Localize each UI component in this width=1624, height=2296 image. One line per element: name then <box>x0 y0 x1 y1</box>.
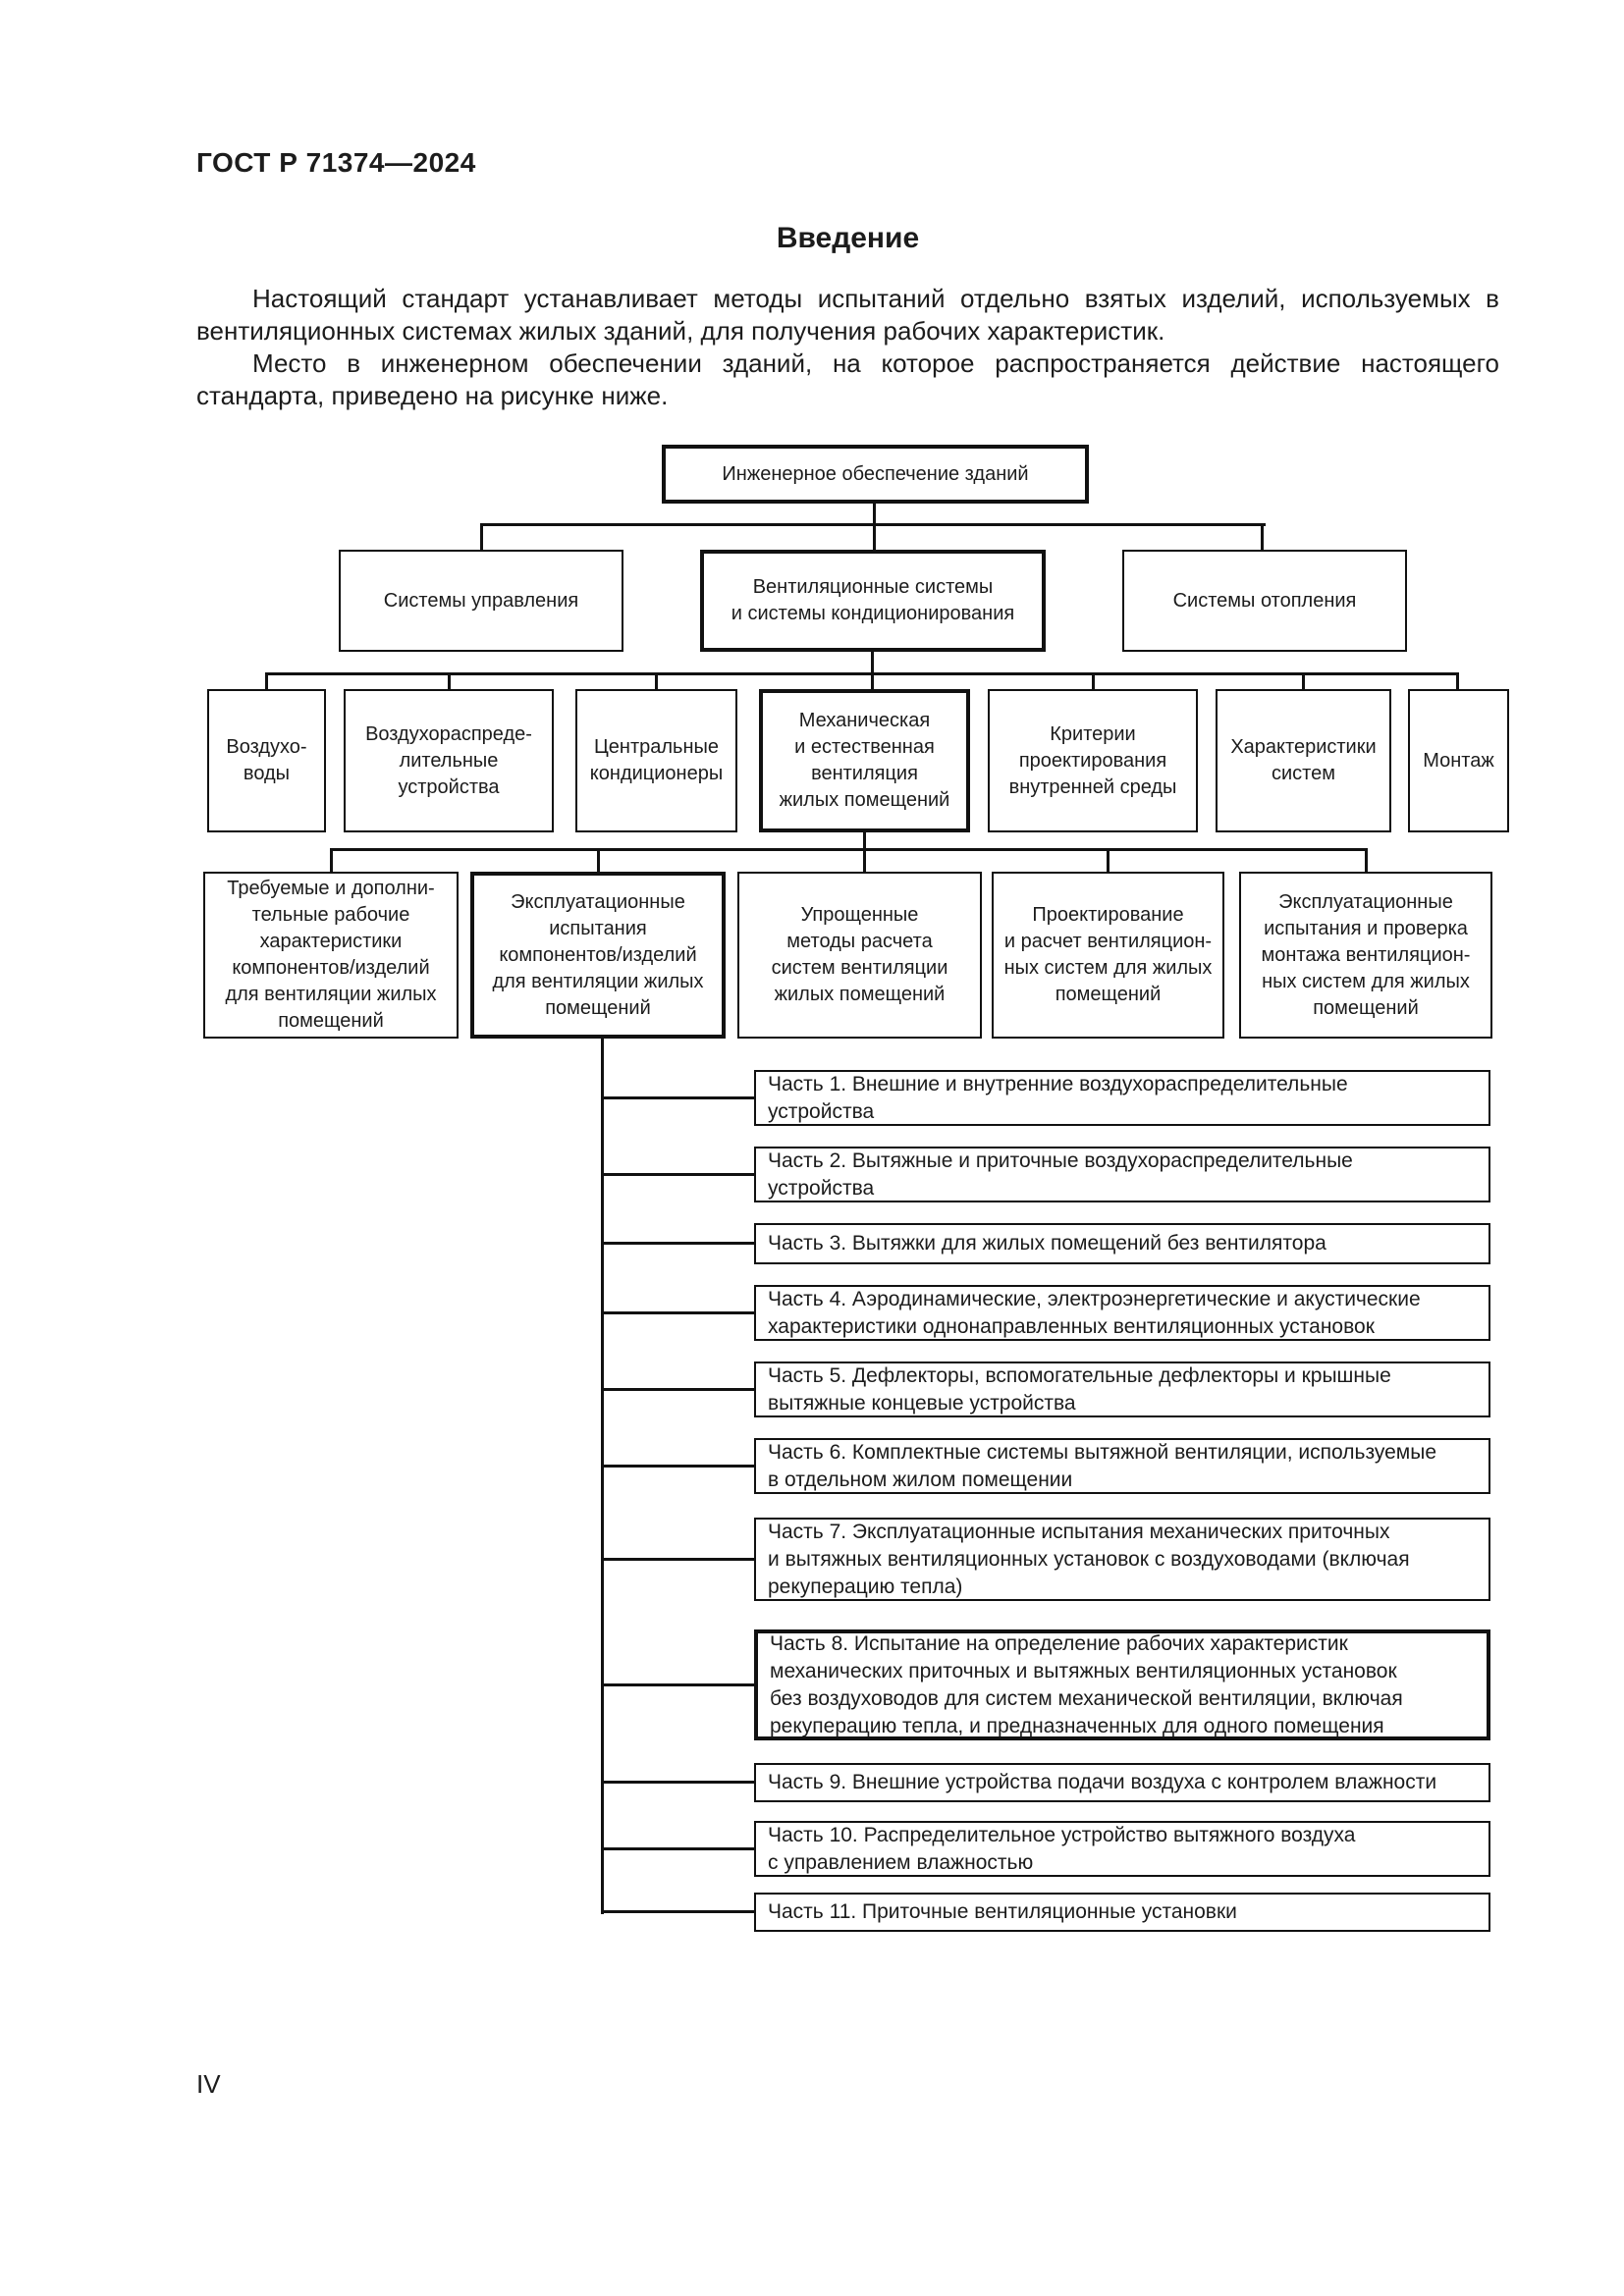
connector-line <box>480 524 483 550</box>
connector-spine <box>601 1039 604 1914</box>
connector-line <box>603 1910 754 1913</box>
node-ventilation-systems: Вентиляционные системы и системы кондици… <box>700 550 1046 652</box>
node-control-systems: Системы управления <box>339 550 623 652</box>
connector-line <box>480 523 1266 526</box>
node-air-distribution-devices: Воздухораспреде- лительные устройства <box>344 689 554 832</box>
connector-line <box>330 850 333 872</box>
part-box-3: Часть 3. Вытяжки для жилых помещений без… <box>754 1223 1490 1264</box>
connector-line <box>603 1388 754 1391</box>
connector-line <box>603 1242 754 1245</box>
node-operational-tests-components: Эксплуатационные испытания компонентов/и… <box>470 872 726 1039</box>
part-box-8: Часть 8. Испытание на определение рабочи… <box>754 1629 1490 1740</box>
connector-line <box>597 850 600 872</box>
connector-line <box>1365 850 1368 872</box>
intro-text: Настоящий стандарт устанавливает методы … <box>196 283 1499 412</box>
part-box-2: Часть 2. Вытяжные и приточные воздухорас… <box>754 1147 1490 1202</box>
connector-line <box>603 1558 754 1561</box>
connector-line <box>603 1173 754 1176</box>
connector-line <box>603 1683 754 1686</box>
connector-line <box>603 1781 754 1784</box>
node-air-ducts: Воздухо- воды <box>207 689 326 832</box>
connector-line <box>871 652 874 689</box>
connector-line <box>603 1311 754 1314</box>
page-title: Введение <box>776 222 920 254</box>
doc-code: ГОСТ Р 71374—2024 <box>196 147 476 178</box>
node-simplified-calculation-methods: Упрощенные методы расчета систем вентиля… <box>737 872 982 1039</box>
part-box-6: Часть 6. Комплектные системы вытяжной ве… <box>754 1438 1490 1494</box>
node-central-conditioners: Центральные кондиционеры <box>575 689 737 832</box>
node-operational-tests-installation-check: Эксплуатационные испытания и проверка мо… <box>1239 872 1492 1039</box>
node-system-characteristics: Характеристики систем <box>1216 689 1391 832</box>
node-required-additional-characteristics: Требуемые и дополни- тельные рабочие хар… <box>203 872 459 1039</box>
connector-line <box>1261 524 1264 550</box>
node-engineering-support: Инженерное обеспечение зданий <box>662 445 1089 504</box>
connector-line <box>655 674 658 689</box>
node-heating-systems: Системы отопления <box>1122 550 1407 652</box>
part-box-10: Часть 10. Распределительное устройство в… <box>754 1821 1490 1877</box>
connector-line <box>265 672 1459 675</box>
connector-line <box>603 1096 754 1099</box>
node-installation: Монтаж <box>1408 689 1509 832</box>
connector-line <box>330 848 1368 851</box>
connector-line <box>603 1847 754 1850</box>
part-box-11: Часть 11. Приточные вентиляционные устан… <box>754 1893 1490 1932</box>
connector-line <box>863 832 866 872</box>
node-indoor-environment-criteria: Критерии проектирования внутренней среды <box>988 689 1198 832</box>
paragraph: Место в инженерном обеспечении зданий, н… <box>196 348 1499 410</box>
part-box-4: Часть 4. Аэродинамические, электроэнерге… <box>754 1285 1490 1341</box>
part-box-7: Часть 7. Эксплуатационные испытания меха… <box>754 1518 1490 1601</box>
connector-line <box>448 674 451 689</box>
page-number: IV <box>196 2069 221 2099</box>
connector-line <box>1302 674 1305 689</box>
connector-line <box>1092 674 1095 689</box>
part-box-9: Часть 9. Внешние устройства подачи возду… <box>754 1763 1490 1802</box>
connector-line <box>603 1465 754 1468</box>
connector-line <box>873 504 876 552</box>
paragraph: Настоящий стандарт устанавливает методы … <box>196 284 1499 346</box>
connector-line <box>265 674 268 689</box>
node-design-calculation: Проектирование и расчет вентиляцион- ных… <box>992 872 1224 1039</box>
node-mechanical-natural-ventilation: Механическая и естественная вентиляция ж… <box>759 689 970 832</box>
connector-line <box>1107 850 1110 872</box>
part-box-5: Часть 5. Дефлекторы, вспомогательные деф… <box>754 1362 1490 1417</box>
part-box-1: Часть 1. Внешние и внутренние воздухорас… <box>754 1070 1490 1126</box>
connector-line <box>1456 674 1459 689</box>
